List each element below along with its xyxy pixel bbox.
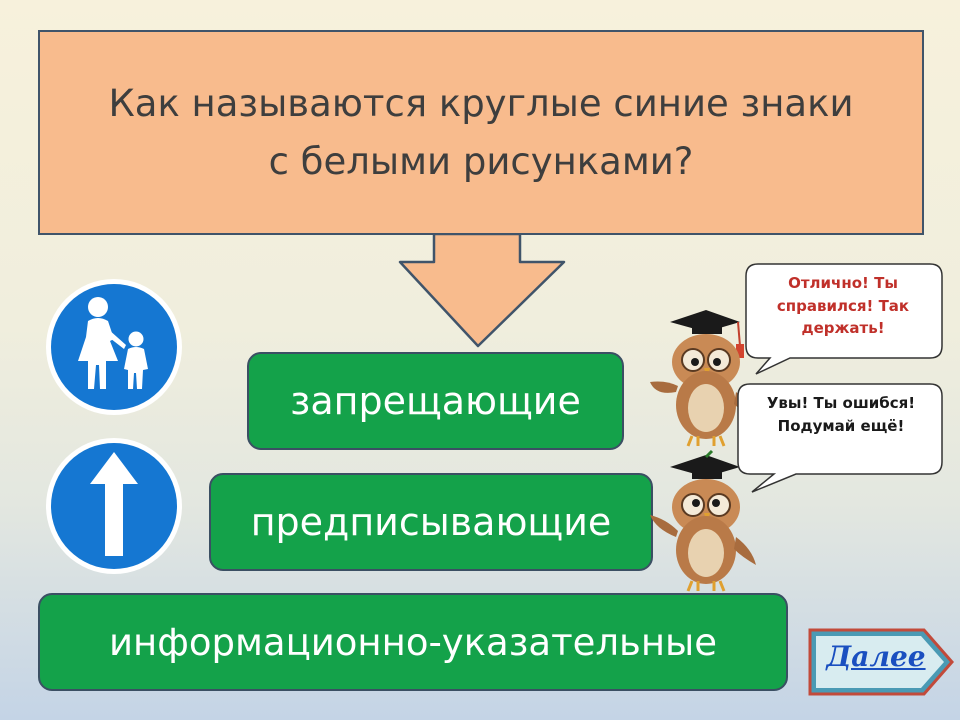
answer-button-prohibitory[interactable]: запрещающие xyxy=(247,352,624,450)
next-label: Далее xyxy=(826,640,926,673)
pedestrian-sign-icon xyxy=(46,279,182,415)
owl-icon xyxy=(650,310,756,447)
feedback-bubble-correct: Отлично! Ты справился! Так держать! xyxy=(720,262,950,377)
next-arrow-icon xyxy=(808,628,954,696)
straight-ahead-sign-icon xyxy=(46,438,182,574)
answer-button-informational[interactable]: информационно-указательные xyxy=(38,593,788,691)
down-arrow-icon xyxy=(398,232,566,348)
owl-icon xyxy=(650,449,756,592)
feedback-bubble-wrong: Увы! Ты ошибся! Подумай ещё! xyxy=(730,382,950,497)
question-text: Как называются круглые синие знаки с бел… xyxy=(108,82,854,183)
feedback-wrong-text: Увы! Ты ошибся! Подумай ещё! xyxy=(766,394,916,435)
speech-bubble-shape xyxy=(737,383,943,493)
speech-bubble-shape xyxy=(745,263,943,375)
feedback-correct-text: Отлично! Ты справился! Так держать! xyxy=(776,274,910,337)
answer-button-mandatory[interactable]: предписывающие xyxy=(209,473,653,571)
question-box: Как называются круглые синие знаки с бел… xyxy=(38,30,924,235)
next-button[interactable]: Далее xyxy=(806,626,956,698)
